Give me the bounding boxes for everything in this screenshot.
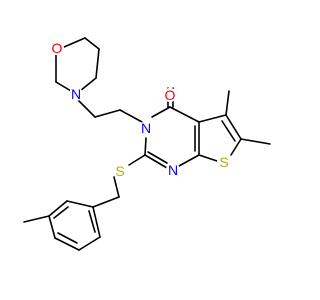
- atom-label-n: N: [168, 162, 178, 178]
- atom-label-s: S: [115, 163, 124, 179]
- bond: [55, 81, 72, 92]
- bond: [88, 210, 96, 233]
- morpholine-nitrogen-atom: N: [69, 86, 83, 102]
- atom-label-o: O: [165, 87, 176, 103]
- bond: [198, 154, 218, 162]
- bond: [178, 154, 200, 167]
- ring-nitrogen-3-atom: N: [139, 120, 153, 136]
- bond: [94, 109, 121, 118]
- bond: [169, 106, 200, 123]
- bond: [240, 138, 271, 145]
- bond: [77, 99, 96, 118]
- bond: [198, 114, 227, 123]
- bond: [92, 206, 101, 238]
- atom-label-n: N: [71, 86, 81, 102]
- bond: [230, 138, 242, 156]
- bond: [225, 114, 242, 140]
- thioether-sulfur-atom: S: [113, 163, 127, 179]
- atom-label-s: S: [219, 154, 228, 170]
- molecule-structure-diagram: O N N N O S S: [23, 37, 271, 251]
- carbonyl-oxygen-atom: O: [163, 87, 177, 103]
- morpholine-oxygen-atom: O: [50, 40, 64, 56]
- bond: [221, 120, 236, 142]
- bond: [128, 154, 146, 166]
- bond: [54, 237, 80, 251]
- bond: [95, 48, 100, 79]
- bond: [79, 77, 97, 92]
- bond: [144, 137, 147, 156]
- bonds: [23, 37, 271, 251]
- bond: [92, 196, 120, 208]
- bond: [151, 106, 171, 118]
- bond: [144, 154, 168, 169]
- bond: [84, 37, 100, 50]
- bond: [78, 236, 101, 251]
- bond: [23, 215, 50, 223]
- atom-label-n: N: [141, 120, 151, 136]
- bond: [119, 109, 143, 123]
- bond: [225, 90, 230, 116]
- bond: [147, 151, 168, 164]
- bond: [48, 215, 56, 239]
- bond: [48, 200, 68, 217]
- thiophene-sulfur-atom: S: [217, 154, 231, 170]
- bond: [113, 176, 120, 198]
- bond: [63, 37, 86, 48]
- atom-labels: O N N N O S S: [50, 40, 231, 179]
- bond: [66, 200, 94, 208]
- bond: [57, 232, 78, 244]
- ring-nitrogen-1-atom: N: [166, 162, 180, 178]
- bond: [53, 206, 69, 219]
- atom-label-o: O: [52, 40, 63, 56]
